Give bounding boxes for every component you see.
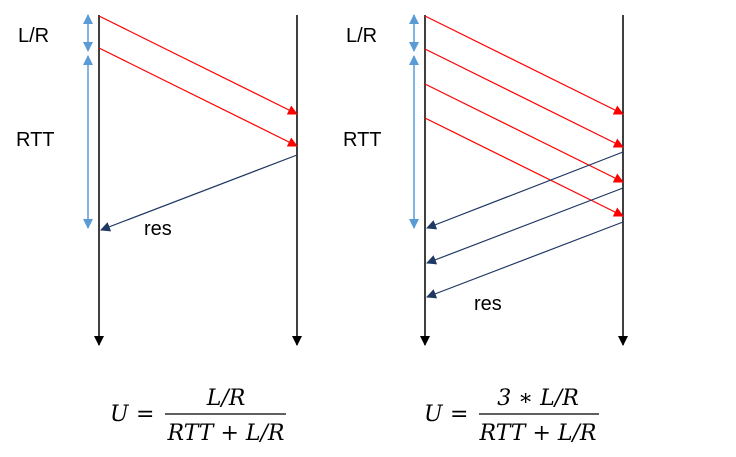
right-response-arrow	[426, 151, 624, 230]
right-formula-equals: =	[450, 402, 468, 427]
left-response-arrow	[100, 154, 298, 232]
left-formula-lhs: U	[110, 402, 130, 427]
right-response-arrow	[426, 187, 624, 265]
left-formula-denominator: RTT + L/R	[167, 421, 285, 446]
left-panel: L/R RTT res U = L/R RTT + L/R	[16, 14, 302, 446]
left-formula-equals: =	[136, 402, 154, 427]
left-packet-arrow	[98, 15, 298, 115]
right-packet-arrow	[424, 117, 624, 217]
left-res-label: res	[144, 218, 172, 240]
right-utilization-formula: U = 3 ∗ L/R RTT + L/R	[424, 386, 599, 446]
left-formula-numerator: L/R	[206, 386, 246, 411]
right-packet-arrow	[424, 15, 624, 115]
right-rtt-label: RTT	[343, 129, 382, 151]
left-packet-arrow	[98, 47, 298, 147]
right-packet-arrow	[424, 48, 624, 148]
left-lr-label: L/R	[18, 25, 49, 47]
right-formula-denominator: RTT + L/R	[479, 421, 597, 446]
right-res-label: res	[474, 293, 502, 315]
right-formula-numerator: 3 ∗ L/R	[497, 386, 579, 411]
right-packet-arrow	[424, 83, 624, 183]
right-panel: L/R RTT res U = 3 ∗ L/R RTT + L/R	[343, 14, 628, 446]
right-lr-label: L/R	[346, 25, 377, 47]
right-response-arrow	[426, 221, 624, 299]
right-formula-lhs: U	[424, 402, 444, 427]
left-rtt-label: RTT	[16, 129, 55, 151]
left-utilization-formula: U = L/R RTT + L/R	[110, 386, 286, 446]
